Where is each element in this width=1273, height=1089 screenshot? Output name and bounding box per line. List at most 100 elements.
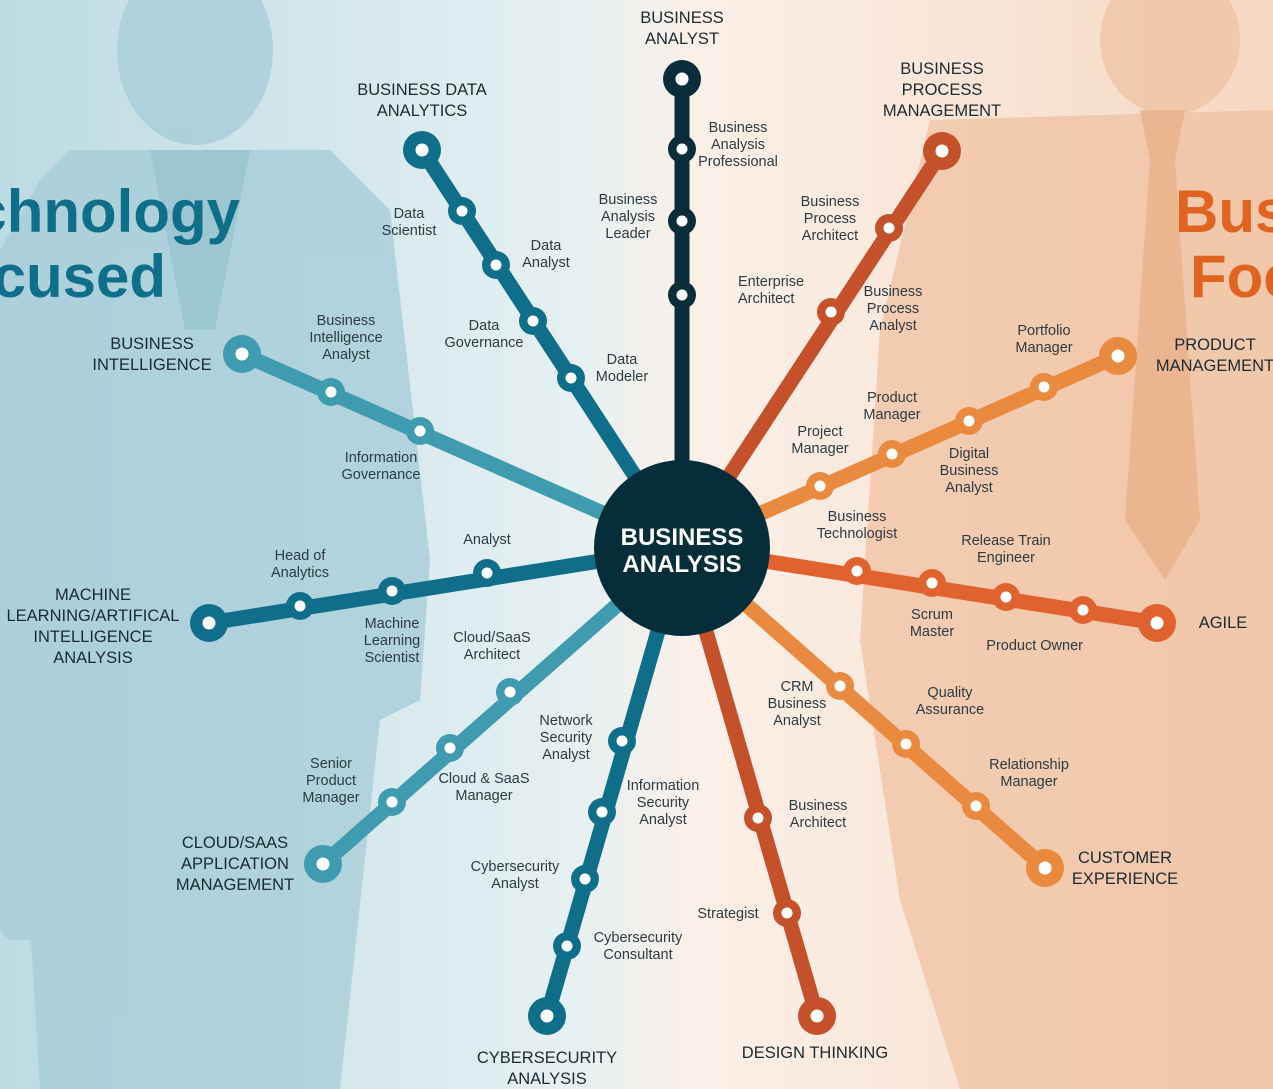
- station-business-analyst-2: [668, 207, 696, 235]
- station-machine-learning-ai-analysis-3: [286, 592, 314, 620]
- terminal-business-process-management: [923, 132, 961, 170]
- station-design-thinking-2: [773, 899, 801, 927]
- station-business-process-management-1: [817, 298, 845, 326]
- left-silhouette-collar: [150, 150, 250, 330]
- terminal-business-data-analytics: [403, 131, 441, 169]
- right-heading-line-1: Business: [1175, 178, 1273, 245]
- station-business-intelligence-1: [406, 417, 434, 445]
- station-cloud-saas-application-management-2: [436, 734, 464, 762]
- station-business-analyst-1: [668, 281, 696, 309]
- station-label-machine-learning-ai-analysis-1: Analyst: [463, 532, 511, 548]
- station-cloud-saas-application-management-3: [378, 788, 406, 816]
- station-business-data-analytics-4: [448, 197, 476, 225]
- hub-label-line-1: BUSINESS: [621, 524, 744, 551]
- station-business-data-analytics-1: [557, 364, 585, 392]
- station-agile-1: [843, 557, 871, 585]
- right-silhouette-tie: [1125, 110, 1200, 580]
- station-business-process-management-2: [875, 214, 903, 242]
- hub-label-line-2: ANALYSIS: [622, 551, 741, 578]
- station-customer-experience-3: [962, 792, 990, 820]
- right-silhouette: [860, 0, 1273, 1089]
- terminal-cybersecurity-analysis: [528, 997, 566, 1035]
- station-machine-learning-ai-analysis-1: [473, 559, 501, 587]
- station-design-thinking-1: [744, 804, 772, 832]
- station-cybersecurity-analysis-2: [588, 798, 616, 826]
- station-business-intelligence-2: [317, 378, 345, 406]
- terminal-machine-learning-ai-analysis: [190, 604, 228, 642]
- station-agile-2: [918, 569, 946, 597]
- station-customer-experience-1: [826, 672, 854, 700]
- terminal-business-analyst: [663, 60, 701, 98]
- station-customer-experience-2: [892, 730, 920, 758]
- station-business-analyst-3: [668, 135, 696, 163]
- route-stations: [190, 60, 1176, 1035]
- station-cybersecurity-analysis-4: [553, 932, 581, 960]
- station-label-agile-4: Product Owner: [986, 638, 1083, 654]
- hub: BUSINESS ANALYSIS: [594, 460, 770, 636]
- station-product-management-4: [1030, 373, 1058, 401]
- station-cloud-saas-application-management-1: [496, 678, 524, 706]
- station-agile-3: [992, 583, 1020, 611]
- station-business-data-analytics-2: [519, 307, 547, 335]
- left-heading-line-1: Technology: [0, 178, 241, 245]
- left-heading: Technology Focused: [0, 178, 241, 310]
- terminal-business-intelligence: [223, 335, 261, 373]
- branch-title-agile: AGILE: [1199, 614, 1248, 632]
- station-cybersecurity-analysis-3: [571, 865, 599, 893]
- station-cybersecurity-analysis-1: [608, 727, 636, 755]
- terminal-customer-experience: [1026, 849, 1064, 887]
- station-agile-4: [1069, 596, 1097, 624]
- branch-title-design-thinking: DESIGN THINKING: [742, 1044, 888, 1062]
- station-label-design-thinking-2: Strategist: [697, 906, 758, 922]
- left-heading-line-2: Focused: [0, 243, 166, 310]
- terminal-cloud-saas-application-management: [304, 845, 342, 883]
- right-heading: Business Focused: [1175, 178, 1273, 310]
- station-product-management-1: [806, 472, 834, 500]
- terminal-agile: [1138, 604, 1176, 642]
- station-machine-learning-ai-analysis-2: [378, 577, 406, 605]
- station-product-management-2: [878, 440, 906, 468]
- hub-circle: [594, 460, 770, 636]
- right-heading-line-2: Focused: [1190, 243, 1273, 310]
- terminal-product-management: [1099, 337, 1137, 375]
- station-business-data-analytics-3: [482, 251, 510, 279]
